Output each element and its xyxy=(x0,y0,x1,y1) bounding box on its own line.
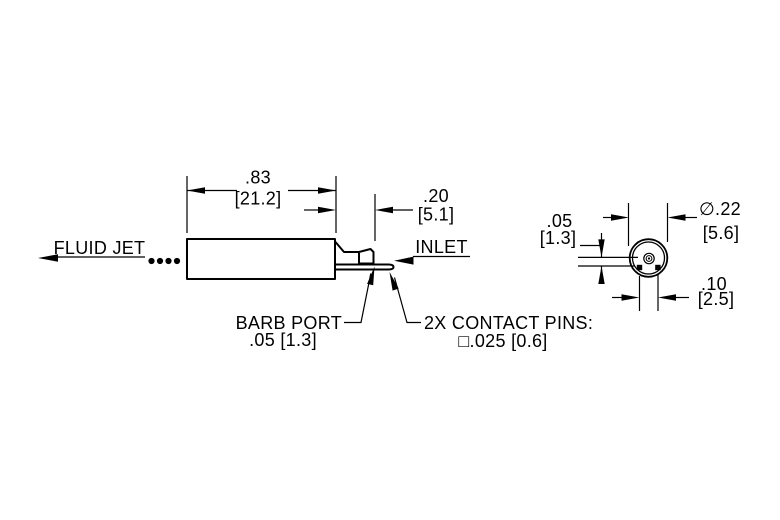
fluid-jet-arrowhead-icon xyxy=(38,254,58,262)
end-view: ∅.22 [5.6] .05 [1.3] .10 [2.5] xyxy=(540,199,741,311)
orifice-ring-outer xyxy=(643,252,655,265)
droplet-dot xyxy=(148,257,155,265)
dim-arrowhead-left-icon xyxy=(318,206,336,214)
fluid-jet-droplets xyxy=(148,257,181,265)
barb-port-arrowhead-icon xyxy=(367,266,375,286)
diameter-inches: ∅.22 xyxy=(699,199,741,219)
pin-offset-inches: .05 xyxy=(547,211,573,231)
body-length-mm: [21.2] xyxy=(235,189,282,209)
contact-pins-callout: 2X CONTACT PINS: □.025 [0.6] xyxy=(389,272,593,351)
barb-section-mm: [5.1] xyxy=(418,205,455,225)
dim-arrowhead-left-icon xyxy=(621,294,640,301)
dim-arrowhead-up-icon xyxy=(598,266,605,284)
body-length-dimension: .83 [21.2] xyxy=(186,168,337,233)
droplet-dot xyxy=(165,257,172,265)
pin-offset-dimension: .05 [1.3] xyxy=(540,211,638,284)
barb-port-dimension-text: .05 [1.3] xyxy=(249,330,317,350)
pin-spacing-inches: .10 xyxy=(701,274,727,294)
device-body-outline xyxy=(186,238,336,280)
contact-pins-label: 2X CONTACT PINS: xyxy=(424,313,593,333)
fluid-jet-annotation: FLUID JET xyxy=(38,238,181,265)
orifice-ring-inner xyxy=(645,255,653,262)
barb-port-label: BARB PORT xyxy=(236,313,342,333)
droplet-dot xyxy=(173,257,181,265)
inlet-tube-outline xyxy=(334,263,395,271)
barb-section-dimension: .20 [5.1] xyxy=(304,186,454,241)
contact-pins-dimension-text: □.025 [0.6] xyxy=(458,331,547,351)
contact-pins-leader-line xyxy=(393,277,421,324)
barb-outline xyxy=(358,248,375,265)
dim-arrowhead-left-icon xyxy=(187,187,205,194)
dim-arrowhead-right-icon xyxy=(318,187,336,194)
dim-arrowhead-down-icon xyxy=(598,239,605,258)
dim-arrowhead-right-icon xyxy=(658,294,676,301)
contact-pin-right xyxy=(655,264,661,271)
pin-spacing-mm: [2.5] xyxy=(698,289,735,309)
inlet-arrowhead-icon xyxy=(394,256,414,265)
device-outline xyxy=(186,238,395,280)
barb-port-leader-line xyxy=(344,273,372,324)
pin-spacing-dimension: .10 [2.5] xyxy=(612,274,734,311)
barb-section-inches: .20 xyxy=(423,186,449,206)
contact-pin-left xyxy=(636,264,643,271)
fluid-jet-label: FLUID JET xyxy=(54,238,146,258)
contact-pins-arrowhead-icon xyxy=(389,272,399,291)
body-chamfer-line xyxy=(334,241,359,253)
droplet-dot xyxy=(156,257,164,265)
inlet-label: INLET xyxy=(415,237,468,257)
diameter-mm: [5.6] xyxy=(703,223,740,243)
barb-port-callout: BARB PORT .05 [1.3] xyxy=(236,266,375,350)
dim-arrowhead-left-icon xyxy=(611,214,629,221)
diameter-dimension: ∅.22 [5.6] xyxy=(603,199,741,246)
orifice-center-dot xyxy=(647,257,651,260)
side-view: FLUID JET .83 [ xyxy=(38,168,593,351)
pin-offset-mm: [1.3] xyxy=(540,228,577,248)
dim-arrowhead-right-icon xyxy=(667,214,686,221)
dim-arrowhead-right-icon xyxy=(375,206,393,214)
inlet-annotation: INLET xyxy=(394,237,470,265)
body-length-inches: .83 xyxy=(245,168,271,188)
